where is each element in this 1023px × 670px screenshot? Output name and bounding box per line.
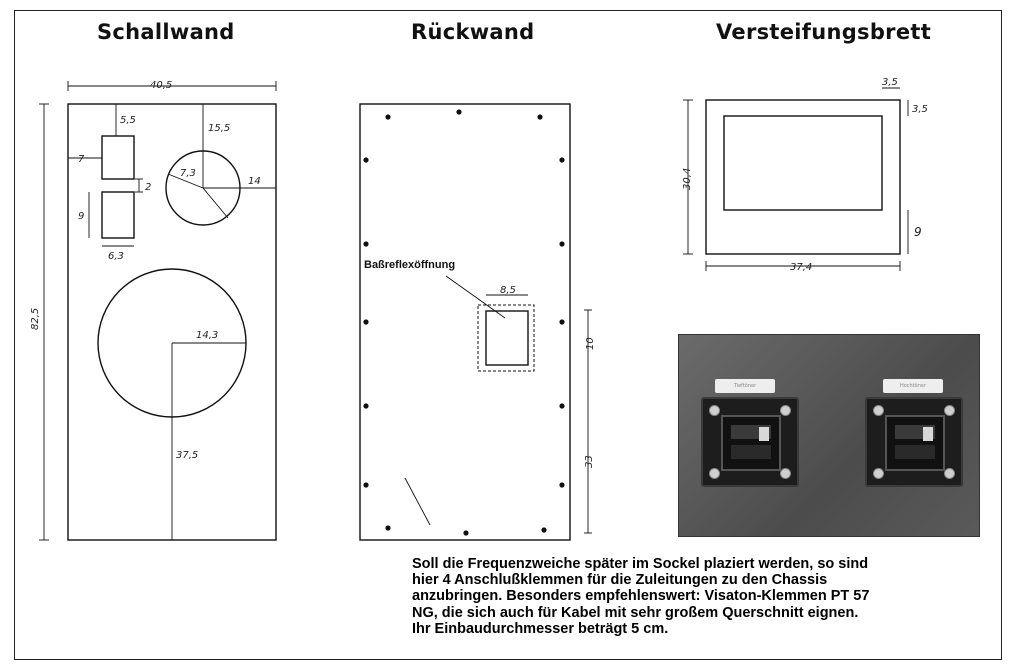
dim-brace-width: 37,4 (790, 262, 812, 273)
terminal-right (865, 397, 963, 487)
dim-port-bottom: 33 (584, 455, 595, 468)
brace-board-outer (705, 99, 901, 255)
port-opening (485, 310, 529, 366)
dim-frame-height: 3,5 (912, 104, 928, 115)
dim-left-offset: 7 (78, 154, 85, 165)
dim-port-top: 10 (585, 337, 596, 350)
schallwand-drawing (39, 81, 277, 541)
caption-line-3: anzubringen. Besonders empfehlenswert: V… (412, 588, 870, 605)
terminal-photo: Tieftöner Hochtöner (678, 334, 980, 537)
title-rueckwand: Rückwand (411, 20, 535, 44)
port-outline-dashed (477, 304, 535, 372)
title-schallwand: Schallwand (97, 20, 235, 44)
photo-tag-right: Hochtöner (883, 379, 943, 393)
brace-board-opening (723, 115, 883, 211)
dim-schallwand-height: 82,5 (30, 308, 41, 330)
caption-line-4: NG, die sich auch für Kabel mit sehr gro… (412, 604, 859, 621)
dim-woofer-bottom: 37,5 (176, 450, 198, 461)
dim-midrange-radius: 7,3 (180, 168, 196, 179)
caption-line-5: Ihr Einbaudurchmesser beträgt 5 cm. (412, 620, 669, 637)
dim-woofer-radius: 14,3 (196, 330, 218, 341)
dim-midrange-right: 14 (248, 176, 261, 187)
versteifung-drawing (683, 87, 909, 271)
dim-cutout-width: 6,3 (108, 251, 124, 262)
dim-frame-width: 3,5 (882, 77, 898, 88)
terminal-left (701, 397, 799, 487)
rueckwand-drawing (359, 103, 592, 541)
caption-line-2: hier 4 Anschlußklemmen für die Zuleitung… (412, 572, 828, 589)
tweeter-cutout-top (101, 135, 135, 180)
dim-schallwand-width: 40,5 (150, 80, 172, 91)
dim-tweeter-top-offset: 5,5 (120, 115, 136, 126)
figure-frame (14, 10, 1002, 660)
dim-brace-bottom: 9 (914, 225, 922, 239)
screw-holes (363, 109, 565, 536)
dim-cutout-height: 9 (78, 211, 84, 222)
title-versteifungsbrett: Versteifungsbrett (716, 20, 932, 44)
dim-midrange-top: 15,5 (208, 123, 230, 134)
dim-brace-height: 30,4 (682, 168, 693, 190)
rueckwand-board (359, 103, 571, 541)
tweeter-cutout-bottom (101, 191, 135, 239)
caption-line-1: Soll die Frequenzweiche später im Sockel… (412, 556, 869, 572)
label-bassreflex: Baßreflexöffnung (364, 259, 455, 271)
dim-gap: 2 (145, 182, 151, 193)
photo-tag-left: Tieftöner (715, 379, 775, 393)
caption-text: Soll die Frequenzweiche später im Sockel… (412, 556, 972, 637)
dim-port-width: 8,5 (500, 285, 516, 296)
